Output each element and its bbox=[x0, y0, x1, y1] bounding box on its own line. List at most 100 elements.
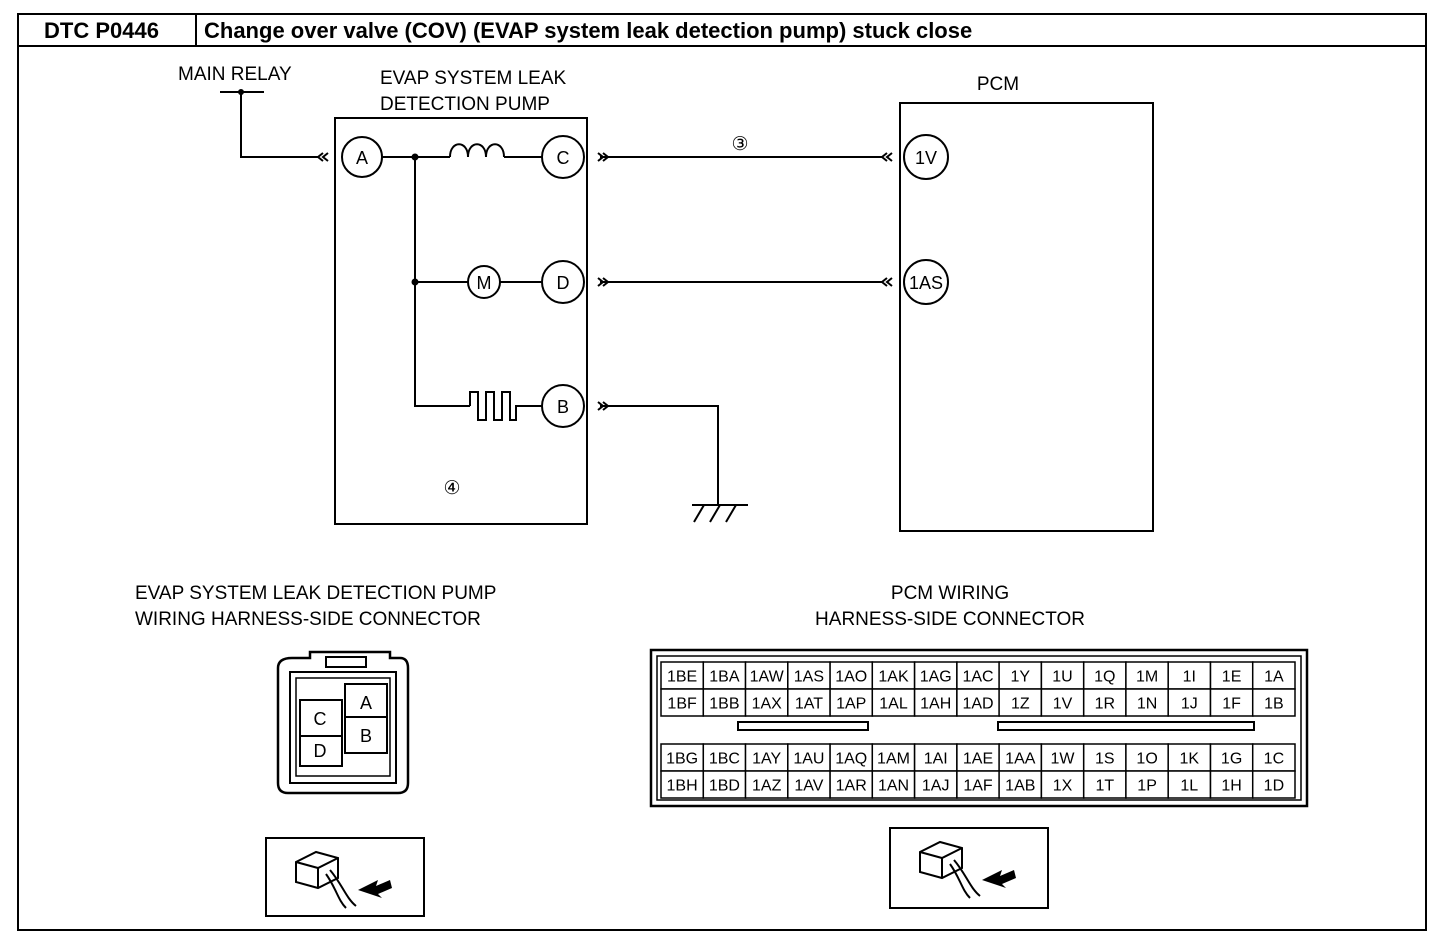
pcm-terminal-cell bbox=[660, 770, 705, 799]
pcm-terminal-label: 1BB bbox=[709, 696, 739, 713]
pcm-terminal-label: 1BG bbox=[666, 751, 698, 768]
pump-connector-face: A B C D bbox=[276, 650, 410, 795]
pcm-terminal-label: 1AH bbox=[920, 696, 951, 713]
pump-pin-b bbox=[541, 384, 585, 428]
pcm-terminal-cell bbox=[1040, 688, 1085, 717]
pcm-terminal-label: 1AR bbox=[836, 778, 867, 795]
pcm-terminal-cell bbox=[829, 688, 874, 717]
heater-symbol bbox=[469, 391, 542, 421]
pcm-connector-title-line1: PCM WIRING bbox=[891, 583, 1009, 604]
pcm-terminal-label: 1S bbox=[1095, 751, 1115, 768]
pcm-terminal-label: 1AC bbox=[962, 669, 993, 686]
pcm-terminal-cell bbox=[829, 661, 874, 690]
pcm-terminal-cell bbox=[956, 661, 1000, 690]
pcm-terminal-label: 1AP bbox=[836, 696, 866, 713]
pcm-terminal-cell bbox=[702, 688, 747, 717]
svg-text:A: A bbox=[360, 693, 372, 713]
pcm-terminal-label: 1V bbox=[1053, 696, 1073, 713]
pump-connector-title-line2: WIRING HARNESS-SIDE CONNECTOR bbox=[135, 609, 481, 630]
pcm-terminal-cell bbox=[1082, 688, 1127, 717]
pcm-terminal-label: 1H bbox=[1221, 778, 1241, 795]
pcm-terminal-label: 1L bbox=[1180, 778, 1198, 795]
pcm-terminal-label: 1W bbox=[1051, 751, 1076, 768]
pcm-terminal-cell bbox=[1082, 770, 1127, 799]
pcm-terminal-label: 1Z bbox=[1011, 696, 1030, 713]
pcm-terminal-label: 1AF bbox=[963, 778, 993, 795]
svg-text:D: D bbox=[557, 273, 570, 293]
pcm-terminal-cell bbox=[1251, 661, 1296, 690]
pump-label-line2: DETECTION PUMP bbox=[380, 94, 550, 115]
pcm-terminal-cell bbox=[1251, 688, 1296, 717]
dtc-code: DTC P0446 bbox=[44, 18, 159, 43]
pcm-terminal-label: 1AE bbox=[963, 751, 993, 768]
pcm-terminal-label: 1AL bbox=[879, 696, 908, 713]
pcm-terminal-label: 1O bbox=[1136, 751, 1157, 768]
wire-ref-3: ③ bbox=[731, 134, 748, 155]
svg-text:1V: 1V bbox=[915, 148, 937, 168]
pcm-terminal-cell bbox=[744, 688, 789, 717]
pcm-terminal-cell bbox=[787, 688, 831, 717]
pcm-label: PCM bbox=[977, 74, 1019, 95]
pcm-terminal-cell bbox=[956, 688, 1000, 717]
pcm-terminal-label: 1AI bbox=[924, 751, 948, 768]
pcm-terminal-cell bbox=[1040, 743, 1085, 772]
pcm-terminal-cell bbox=[1167, 770, 1212, 799]
pcm-terminal-label: 1AB bbox=[1005, 778, 1035, 795]
pcm-terminal-label: 1M bbox=[1136, 669, 1158, 686]
pcm-terminal-label: 1D bbox=[1264, 778, 1284, 795]
pcm-terminal-label: 1AA bbox=[1005, 751, 1036, 768]
pcm-terminal-label: 1T bbox=[1095, 778, 1114, 795]
pcm-terminal-cell bbox=[787, 743, 831, 772]
ground-icon bbox=[692, 504, 748, 523]
pcm-terminal-label: 1BH bbox=[667, 778, 698, 795]
coil-symbol bbox=[449, 143, 505, 158]
svg-text:C: C bbox=[557, 148, 570, 168]
pcm-terminal-cell bbox=[744, 770, 789, 799]
pump-label-line1: EVAP SYSTEM LEAK bbox=[380, 68, 567, 89]
pcm-terminal-cell bbox=[1209, 688, 1254, 717]
pcm-terminal-cell bbox=[1040, 770, 1085, 799]
harness-side-view-icon bbox=[265, 837, 425, 917]
pcm-terminal-label: 1AO bbox=[835, 669, 867, 686]
pcm-terminal-label: 1E bbox=[1222, 669, 1242, 686]
pcm-terminal-label: 1BA bbox=[709, 669, 740, 686]
pcm-terminal-cell bbox=[871, 688, 916, 717]
pcm-terminal-cell bbox=[702, 770, 747, 799]
pump-box bbox=[334, 117, 588, 525]
pcm-terminal-label: 1AK bbox=[878, 669, 909, 686]
pcm-terminal-label: 1AX bbox=[752, 696, 783, 713]
svg-text:1AS: 1AS bbox=[909, 273, 943, 293]
pcm-terminal-label: 1AG bbox=[920, 669, 952, 686]
pcm-box bbox=[899, 102, 1154, 532]
pcm-terminal-label: 1Q bbox=[1094, 669, 1115, 686]
pcm-terminal-cell bbox=[998, 770, 1043, 799]
pcm-terminal-cell bbox=[1167, 743, 1212, 772]
pcm-terminal-label: 1J bbox=[1181, 696, 1198, 713]
pcm-terminal-label: 1AM bbox=[877, 751, 910, 768]
pcm-terminal-label: 1BE bbox=[667, 669, 697, 686]
pcm-terminal-label: 1AJ bbox=[922, 778, 950, 795]
pcm-terminal-label: 1N bbox=[1137, 696, 1157, 713]
pcm-terminal-cell bbox=[1251, 770, 1296, 799]
pcm-terminal-label: 1AS bbox=[794, 669, 824, 686]
component-ref-4: ④ bbox=[443, 478, 460, 499]
svg-text:C: C bbox=[314, 709, 327, 729]
svg-text:B: B bbox=[557, 397, 569, 417]
pcm-terminal-label: 1A bbox=[1264, 669, 1284, 686]
pcm-terminal-cell bbox=[787, 661, 831, 690]
pump-pin-d bbox=[541, 260, 585, 304]
pcm-terminal-cell bbox=[956, 770, 1000, 799]
pcm-terminal-label: 1K bbox=[1180, 751, 1200, 768]
pcm-terminal-label: 1X bbox=[1053, 778, 1073, 795]
svg-text:A: A bbox=[356, 148, 368, 168]
pcm-terminal-cell bbox=[1251, 743, 1296, 772]
pcm-terminal-label: 1AY bbox=[752, 751, 781, 768]
harness-side-view-icon bbox=[889, 827, 1049, 909]
pcm-terminal-label: 1B bbox=[1264, 696, 1284, 713]
pcm-terminal-cell bbox=[998, 743, 1043, 772]
diagram-border bbox=[17, 13, 1427, 931]
